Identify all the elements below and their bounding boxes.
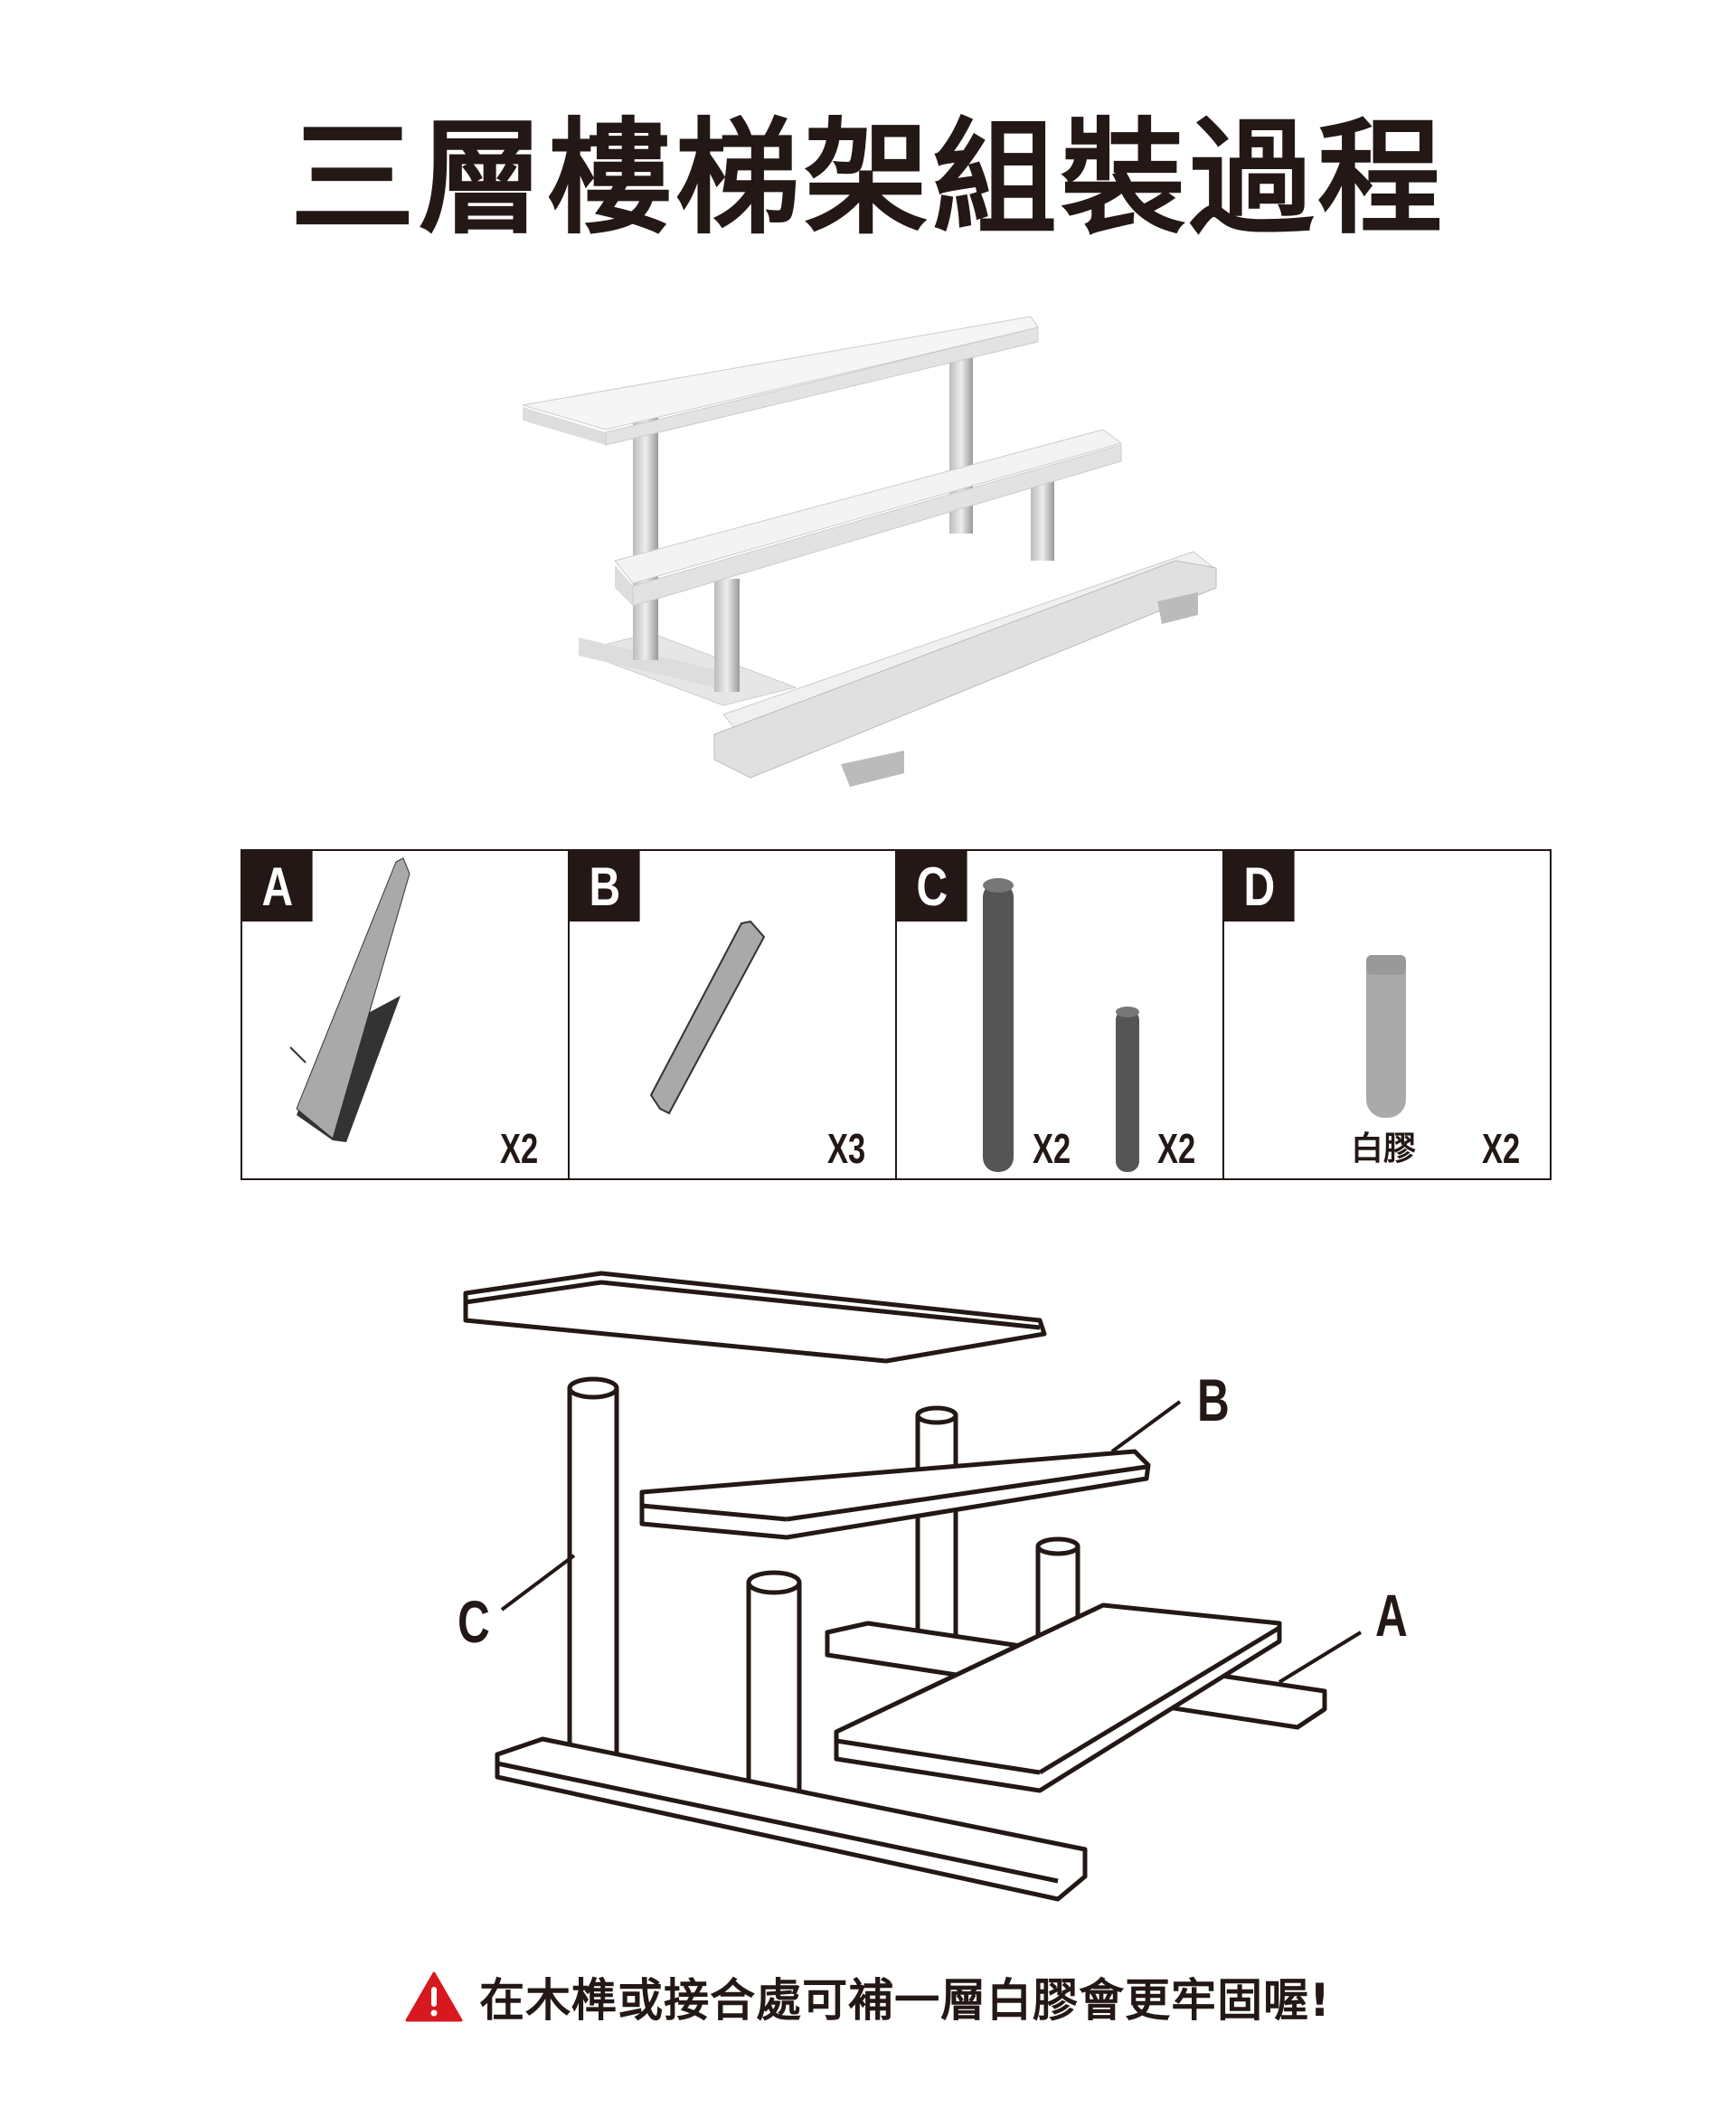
diagram-label-b: B [1196, 1366, 1230, 1433]
part-c-long-quantity: X2 [1033, 1125, 1071, 1172]
part-c: C X2 X2 [897, 851, 1224, 1178]
part-a-tag: A [242, 851, 313, 922]
part-b-tag: B [570, 851, 640, 922]
part-b-board-icon [649, 920, 766, 1115]
warning-icon [405, 1971, 463, 2022]
part-a-quantity: X2 [500, 1125, 539, 1172]
assembly-tip: 在木榫或接合處可補一層白膠會更牢固喔! [0, 1964, 1736, 2029]
part-c-short-quantity: X2 [1157, 1125, 1196, 1172]
diagram-label-c: C [457, 1588, 490, 1655]
glue-bottle-icon [1366, 955, 1406, 1118]
part-a: A X2 [242, 851, 570, 1178]
part-c-dowels-icon [983, 878, 1139, 1172]
part-a-board-icon [289, 857, 410, 1142]
part-b-quantity: X3 [827, 1125, 866, 1172]
parts-list: A X2 B X3 C X2 X2 D 白膠 X2 [241, 849, 1552, 1180]
part-b: B X3 [570, 851, 897, 1178]
part-d-quantity: X2 [1482, 1125, 1521, 1172]
page-title: 三層樓梯架組裝過程 [289, 106, 1446, 251]
diagram-label-a: A [1374, 1582, 1408, 1649]
assembly-tip-text: 在木榫或接合處可補一層白膠會更牢固喔! [479, 1974, 1331, 2027]
part-d: D 白膠 X2 [1224, 851, 1550, 1178]
part-c-tag: C [897, 851, 967, 922]
part-d-tag: D [1224, 851, 1295, 922]
part-d-label: 白膠 [1351, 1130, 1417, 1167]
